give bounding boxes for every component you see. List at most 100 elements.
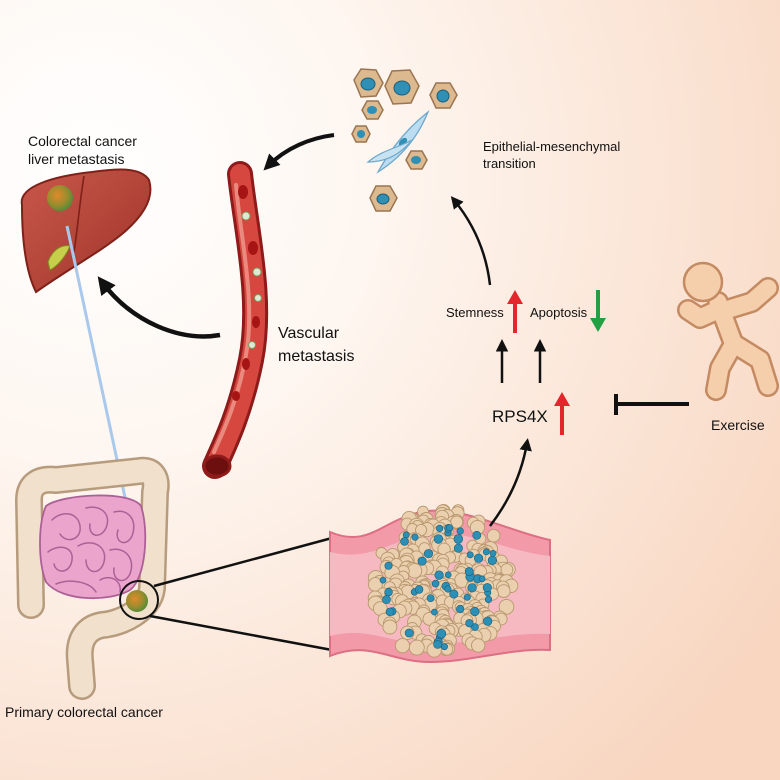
stemness-label: Stemness: [446, 305, 504, 320]
large-intestine-inner: [17, 459, 168, 698]
red-blood-cell: [232, 391, 240, 401]
cancer-cell-nucleus: [444, 571, 452, 579]
cancer-cell-nucleus: [423, 549, 433, 559]
cancer-cell-nucleus: [379, 576, 387, 584]
cancer-cell-nucleus: [446, 524, 454, 532]
circulating-tumor-cell: [241, 211, 251, 221]
primary-tumor: [126, 590, 148, 612]
blood-vessel: [202, 161, 269, 479]
cancer-cell-nucleus: [431, 608, 438, 616]
cancer-cell-nucleus: [456, 527, 464, 535]
emt-cell-cluster: [351, 68, 458, 212]
cancer-cell-nucleus: [434, 570, 444, 580]
small-intestine-loops: [47, 506, 135, 593]
cancer-cell-nucleus: [436, 628, 447, 639]
colon-cross-section: [329, 504, 551, 664]
epithelial-cell: [351, 125, 371, 143]
cancer-cell-nucleus: [474, 553, 484, 563]
cancer-cell-nucleus: [482, 548, 490, 556]
arrow-tumor-to-rps4x: [489, 438, 532, 527]
cancer-cell-nucleus: [384, 561, 393, 570]
tumor-cell: [496, 584, 511, 598]
red-blood-cell: [248, 241, 258, 255]
inhibition-symbol: [614, 394, 689, 415]
liver-label-line1: Colorectal cancer: [28, 133, 137, 149]
vascular-label-line2: metastasis: [278, 348, 354, 365]
cancer-cell-nucleus: [414, 585, 424, 594]
liver-label-line2: liver metastasis: [28, 151, 124, 167]
tumor-mass: [367, 504, 519, 658]
cancer-cell-nucleus: [426, 594, 435, 602]
cancer-cell-nucleus: [482, 583, 492, 593]
running-person-icon: [677, 261, 779, 401]
cancer-cell-nucleus: [382, 595, 391, 604]
cancer-cell-nucleus: [465, 619, 474, 628]
zoom-line-lower: [149, 614, 333, 652]
apoptosis-down-arrow-icon: [590, 290, 606, 332]
cancer-cell-nucleus: [472, 530, 482, 540]
cancer-cell-nucleus: [453, 534, 463, 544]
cancer-cell-nucleus: [470, 606, 480, 617]
cancer-cell-nucleus: [456, 604, 465, 614]
tumor-magnifier-circle: [119, 580, 159, 620]
epithelial-cell: [405, 150, 428, 170]
tumor-cell: [394, 638, 411, 654]
epithelial-cell: [353, 68, 384, 98]
cancer-cell-nucleus: [384, 587, 393, 597]
rps4x-up-arrow-icon: [554, 392, 570, 435]
epithelial-cell: [361, 100, 384, 120]
epithelial-cell: [429, 82, 458, 109]
cancer-cell-nucleus: [417, 556, 427, 566]
vessel-inner: [205, 164, 266, 476]
arrow-emt-to-vessel: [263, 133, 335, 171]
intestine-illustration: [15, 456, 170, 700]
vessel-opening: [202, 454, 232, 478]
cancer-cell-nucleus: [404, 628, 414, 638]
liver-lobe-divider: [73, 175, 85, 253]
cancer-cell-nucleus: [436, 524, 444, 533]
cancer-cell-nucleus: [433, 640, 442, 649]
apoptosis-label: Apoptosis: [530, 305, 588, 320]
tumor-cell: [486, 528, 501, 543]
emt-label-line2: transition: [483, 156, 536, 171]
cancer-cell-nucleus: [483, 616, 493, 626]
cancer-cell-nucleus: [411, 533, 419, 541]
cancer-cell-nucleus: [444, 585, 452, 593]
metastasis-connection-line: [65, 225, 128, 503]
emt-label-line1: Epithelial-mesenchymal: [483, 139, 620, 154]
red-blood-cell: [242, 358, 250, 370]
rps4x-label: RPS4X: [492, 407, 548, 426]
cancer-cell-nucleus: [440, 643, 448, 651]
cancer-cell-nucleus: [402, 531, 410, 539]
small-intestine: [39, 494, 147, 600]
cancer-cell-nucleus: [489, 550, 497, 557]
cancer-cell-nucleus: [431, 579, 440, 588]
cancer-cell-nucleus: [453, 543, 463, 553]
tumor-cell: [498, 598, 515, 615]
vessel-highlight: [212, 183, 252, 454]
tumor-cell: [408, 639, 425, 656]
cancer-cell-nucleus: [433, 534, 444, 544]
exercise-label: Exercise: [711, 417, 765, 433]
tumor-cell: [471, 638, 486, 653]
mesenchymal-cell: [366, 139, 413, 163]
cancer-cell-nucleus: [484, 595, 493, 604]
cancer-cell-nucleus: [467, 583, 477, 593]
cancer-cell-nucleus: [466, 551, 474, 559]
cancer-cell-nucleus: [471, 623, 479, 631]
liver-metastasis-tumor: [47, 185, 73, 211]
tumor-cell: [500, 563, 514, 577]
red-blood-cell: [252, 316, 260, 328]
circulating-tumor-cell: [252, 267, 262, 277]
arrow-to-emt: [450, 196, 492, 286]
epithelial-cell: [369, 185, 398, 212]
epithelial-cell: [384, 69, 420, 105]
liver-illustration: [20, 168, 152, 294]
cancer-cell-nucleus: [487, 555, 498, 566]
red-blood-cell: [238, 185, 248, 199]
primary-cancer-label: Primary colorectal cancer: [5, 704, 163, 720]
cancer-cell-nucleus: [464, 567, 474, 576]
tumor-cell: [382, 619, 398, 635]
cancer-cell-nucleus: [400, 537, 409, 546]
